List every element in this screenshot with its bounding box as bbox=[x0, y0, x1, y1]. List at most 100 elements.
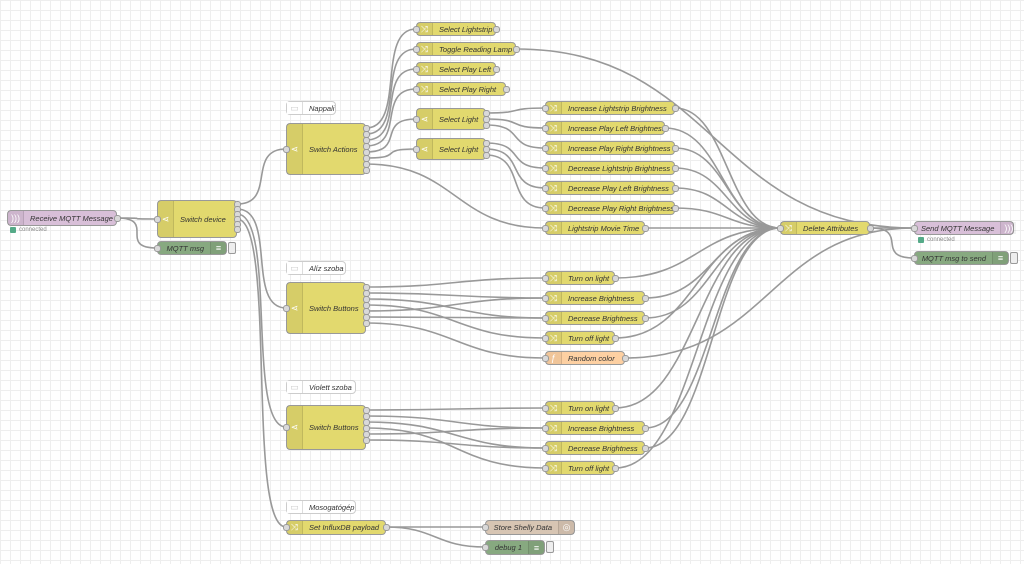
port[interactable] bbox=[776, 224, 784, 232]
port[interactable] bbox=[866, 224, 874, 232]
port[interactable] bbox=[233, 225, 241, 233]
port[interactable] bbox=[671, 144, 679, 152]
port[interactable] bbox=[671, 184, 679, 192]
port[interactable] bbox=[541, 294, 549, 302]
port[interactable] bbox=[641, 224, 649, 232]
port[interactable] bbox=[541, 204, 549, 212]
port[interactable] bbox=[541, 404, 549, 412]
port[interactable] bbox=[541, 124, 549, 132]
port[interactable] bbox=[541, 274, 549, 282]
port[interactable] bbox=[611, 404, 619, 412]
port[interactable] bbox=[492, 25, 500, 33]
port[interactable] bbox=[482, 151, 490, 159]
select-light-node-1[interactable]: ⋖Select Light bbox=[416, 108, 486, 130]
port[interactable] bbox=[382, 523, 390, 531]
mqtt-msg-to-send-debug-node[interactable]: MQTT msg to send ≡ bbox=[914, 251, 1009, 265]
inc-play-left-node[interactable]: ⤨Increase Play Left Brightness bbox=[545, 121, 666, 135]
port[interactable] bbox=[541, 164, 549, 172]
store-shelly-data-node[interactable]: Store Shelly Data ◎ bbox=[485, 520, 575, 535]
port[interactable] bbox=[910, 224, 918, 232]
port[interactable] bbox=[113, 214, 121, 222]
port[interactable] bbox=[611, 464, 619, 472]
port[interactable] bbox=[671, 104, 679, 112]
port[interactable] bbox=[541, 224, 549, 232]
dec-lightstrip-node[interactable]: ⤨Decrease Lightstrip Brightness bbox=[545, 161, 675, 175]
port[interactable] bbox=[541, 314, 549, 322]
port[interactable] bbox=[611, 334, 619, 342]
inc-play-right-node[interactable]: ⤨Increase Play Right Brightness bbox=[545, 141, 675, 155]
select-lightstrip-node[interactable]: ⤨Select Lightstrip bbox=[416, 22, 496, 36]
lightstrip-movie-node[interactable]: ⤨Lightstrip Movie Time bbox=[545, 221, 645, 235]
dec-play-right-node[interactable]: ⤨Decrease Play Right Brightness bbox=[545, 201, 675, 215]
port[interactable] bbox=[412, 45, 420, 53]
port[interactable] bbox=[282, 145, 290, 153]
turn-on-light-node-2[interactable]: ⤨Turn on light bbox=[545, 401, 615, 415]
decrease-brightness-node-1[interactable]: ⤨Decrease Brightness bbox=[545, 311, 645, 325]
decrease-brightness-node-2[interactable]: ⤨Decrease Brightness bbox=[545, 441, 645, 455]
port[interactable] bbox=[541, 464, 549, 472]
turn-on-light-node-1[interactable]: ⤨Turn on light bbox=[545, 271, 615, 285]
port[interactable] bbox=[910, 254, 918, 262]
switch-buttons-node-2[interactable]: ⋖ Switch Buttons bbox=[286, 405, 366, 450]
port[interactable] bbox=[541, 444, 549, 452]
port[interactable] bbox=[641, 424, 649, 432]
turn-off-light-node-2[interactable]: ⤨Turn off light bbox=[545, 461, 615, 475]
port[interactable] bbox=[641, 294, 649, 302]
port[interactable] bbox=[412, 65, 420, 73]
port[interactable] bbox=[362, 436, 370, 444]
port[interactable] bbox=[153, 244, 161, 252]
port[interactable] bbox=[282, 423, 290, 431]
port[interactable] bbox=[481, 543, 489, 551]
port[interactable] bbox=[661, 124, 669, 132]
port[interactable] bbox=[671, 204, 679, 212]
port[interactable] bbox=[541, 184, 549, 192]
port[interactable] bbox=[641, 314, 649, 322]
debug-toggle-button[interactable] bbox=[228, 242, 236, 254]
port[interactable] bbox=[362, 166, 370, 174]
debug-toggle-button[interactable] bbox=[546, 541, 554, 553]
port[interactable] bbox=[541, 354, 549, 362]
select-play-left-node[interactable]: ⤨Select Play Left bbox=[416, 62, 496, 76]
switch-buttons-node-1[interactable]: ⋖ Switch Buttons bbox=[286, 282, 366, 334]
toggle-reading-lamp-node[interactable]: ⤨Toggle Reading Lamp bbox=[416, 42, 516, 56]
set-influxdb-payload-node[interactable]: ⤨Set InfluxDB payload bbox=[286, 520, 386, 535]
port[interactable] bbox=[541, 104, 549, 112]
inc-lightstrip-node[interactable]: ⤨Increase Lightstrip Brightness bbox=[545, 101, 675, 115]
port[interactable] bbox=[671, 164, 679, 172]
port[interactable] bbox=[412, 85, 420, 93]
port[interactable] bbox=[502, 85, 510, 93]
port[interactable] bbox=[412, 145, 420, 153]
port[interactable] bbox=[512, 45, 520, 53]
turn-off-light-node-1[interactable]: ⤨Turn off light bbox=[545, 331, 615, 345]
debug-toggle-button[interactable] bbox=[1010, 252, 1018, 264]
port[interactable] bbox=[492, 65, 500, 73]
port[interactable] bbox=[541, 424, 549, 432]
receive-mqtt-node[interactable]: ))) Receive MQTT Message bbox=[7, 210, 117, 226]
switch-device-node[interactable]: ⋖ Switch device bbox=[157, 200, 237, 238]
port[interactable] bbox=[482, 121, 490, 129]
port[interactable] bbox=[541, 144, 549, 152]
comment-nappali[interactable]: ▭ Nappali bbox=[286, 101, 336, 115]
increase-brightness-node-2[interactable]: ⤨Increase Brightness bbox=[545, 421, 645, 435]
comment-mosogatogep[interactable]: ▭ Mosogatógép bbox=[286, 500, 356, 514]
port[interactable] bbox=[641, 444, 649, 452]
select-light-node-2[interactable]: ⋖Select Light bbox=[416, 138, 486, 160]
port[interactable] bbox=[282, 304, 290, 312]
mqtt-msg-debug-node[interactable]: MQTT msg ≡ bbox=[157, 241, 227, 255]
port[interactable] bbox=[412, 25, 420, 33]
comment-aliz[interactable]: ▭ Alíz szoba bbox=[286, 261, 346, 275]
send-mqtt-node[interactable]: Send MQTT Message ))) bbox=[914, 221, 1017, 235]
port[interactable] bbox=[362, 319, 370, 327]
increase-brightness-node-1[interactable]: ⤨Increase Brightness bbox=[545, 291, 645, 305]
delete-attributes-node[interactable]: ⤨Delete Attributes bbox=[780, 221, 870, 235]
port[interactable] bbox=[412, 115, 420, 123]
select-play-right-node[interactable]: ⤨Select Play Right bbox=[416, 82, 506, 96]
port[interactable] bbox=[541, 334, 549, 342]
dec-play-left-node[interactable]: ⤨Decrease Play Left Brightness bbox=[545, 181, 675, 195]
port[interactable] bbox=[282, 523, 290, 531]
port[interactable] bbox=[153, 215, 161, 223]
port[interactable] bbox=[611, 274, 619, 282]
switch-actions-node[interactable]: ⋖ Switch Actions bbox=[286, 123, 366, 175]
port[interactable] bbox=[481, 523, 489, 531]
